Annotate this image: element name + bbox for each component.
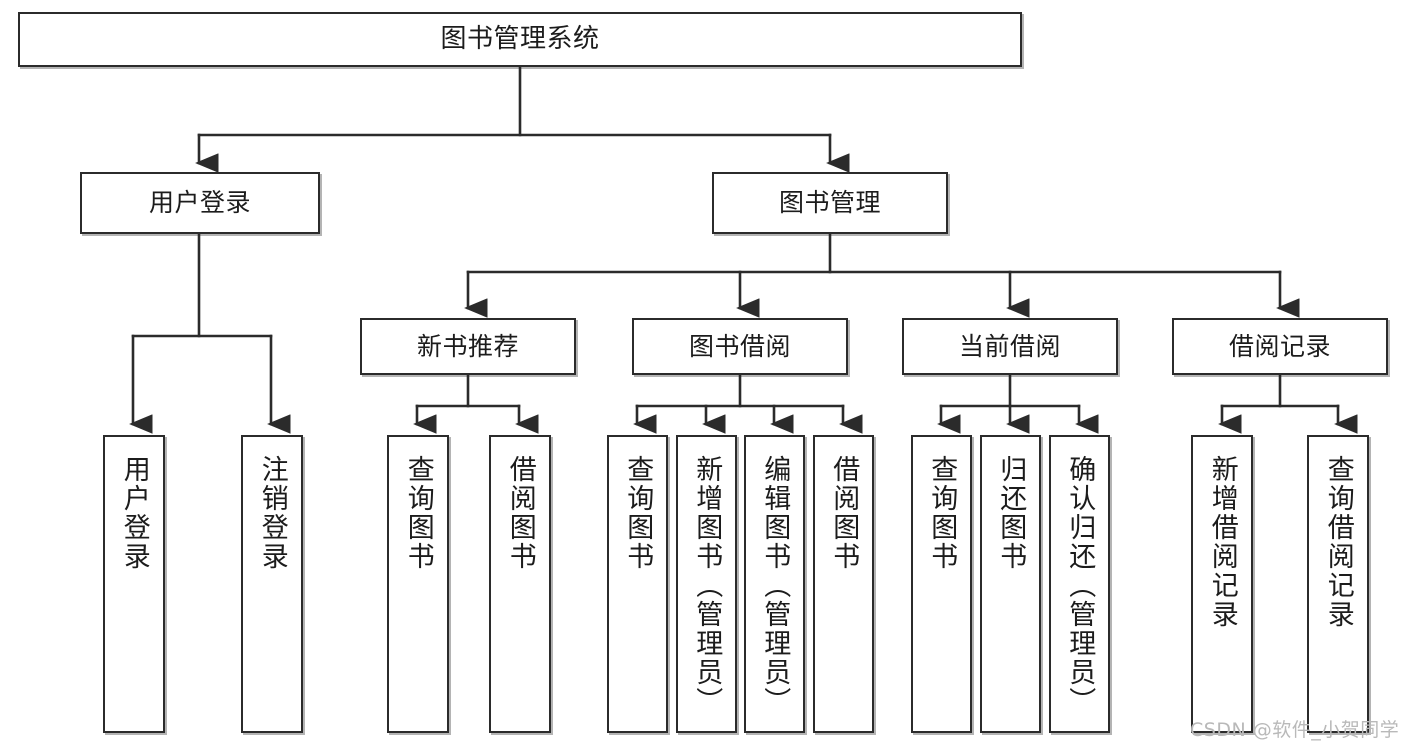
csdn-watermark: CSDN @软件_小贺同学 — [1190, 719, 1400, 741]
node-current-borrow-label: 当前借阅 — [958, 331, 1061, 361]
node-leaf-book-borrow-borrow[interactable]: 借阅图书 — [813, 435, 874, 733]
node-user-login[interactable]: 用户登录 — [80, 172, 320, 234]
node-book-borrow-label: 图书借阅 — [688, 331, 791, 361]
node-borrow-record[interactable]: 借阅记录 — [1172, 318, 1388, 375]
node-leaf-current-borrow-query-label: 查询图书 — [926, 455, 958, 571]
node-leaf-new-book-borrow[interactable]: 借阅图书 — [489, 435, 551, 733]
node-leaf-current-borrow-confirm[interactable]: 确认归还（管理员） — [1049, 435, 1110, 733]
node-leaf-user-login-logout-label: 注销登录 — [256, 455, 288, 571]
node-user-login-label: 用户登录 — [148, 188, 251, 217]
node-book-manage[interactable]: 图书管理 — [712, 172, 948, 234]
node-borrow-record-label: 借阅记录 — [1228, 331, 1331, 361]
node-leaf-book-borrow-add[interactable]: 新增图书（管理员） — [676, 435, 737, 733]
node-leaf-book-borrow-query-label: 查询图书 — [622, 455, 654, 571]
node-leaf-new-book-query[interactable]: 查询图书 — [387, 435, 449, 733]
node-root-label: 图书管理系统 — [440, 23, 600, 54]
node-leaf-book-borrow-edit-label: 编辑图书（管理员） — [759, 455, 791, 716]
node-leaf-borrow-record-add[interactable]: 新增借阅记录 — [1191, 435, 1253, 733]
node-new-book-label: 新书推荐 — [416, 331, 519, 361]
node-leaf-book-borrow-add-label: 新增图书（管理员） — [691, 455, 723, 716]
node-leaf-new-book-borrow-label: 借阅图书 — [504, 455, 536, 571]
node-leaf-new-book-query-label: 查询图书 — [402, 455, 434, 571]
node-book-manage-label: 图书管理 — [778, 188, 881, 217]
node-root[interactable]: 图书管理系统 — [18, 12, 1022, 67]
node-leaf-borrow-record-add-label: 新增借阅记录 — [1206, 455, 1238, 629]
node-current-borrow[interactable]: 当前借阅 — [902, 318, 1118, 375]
node-leaf-user-login-login-label: 用户登录 — [118, 455, 150, 571]
node-leaf-user-login-logout[interactable]: 注销登录 — [241, 435, 303, 733]
node-leaf-borrow-record-query[interactable]: 查询借阅记录 — [1307, 435, 1369, 733]
node-leaf-book-borrow-edit[interactable]: 编辑图书（管理员） — [744, 435, 805, 733]
node-leaf-borrow-record-query-label: 查询借阅记录 — [1322, 455, 1354, 629]
node-book-borrow[interactable]: 图书借阅 — [632, 318, 848, 375]
node-leaf-user-login-login[interactable]: 用户登录 — [103, 435, 165, 733]
node-leaf-current-borrow-confirm-label: 确认归还（管理员） — [1064, 455, 1096, 716]
node-leaf-book-borrow-borrow-label: 借阅图书 — [828, 455, 860, 571]
node-leaf-current-borrow-query[interactable]: 查询图书 — [911, 435, 972, 733]
node-leaf-book-borrow-query[interactable]: 查询图书 — [607, 435, 668, 733]
node-leaf-current-borrow-return[interactable]: 归还图书 — [980, 435, 1041, 733]
node-new-book[interactable]: 新书推荐 — [360, 318, 576, 375]
node-leaf-current-borrow-return-label: 归还图书 — [995, 455, 1027, 571]
